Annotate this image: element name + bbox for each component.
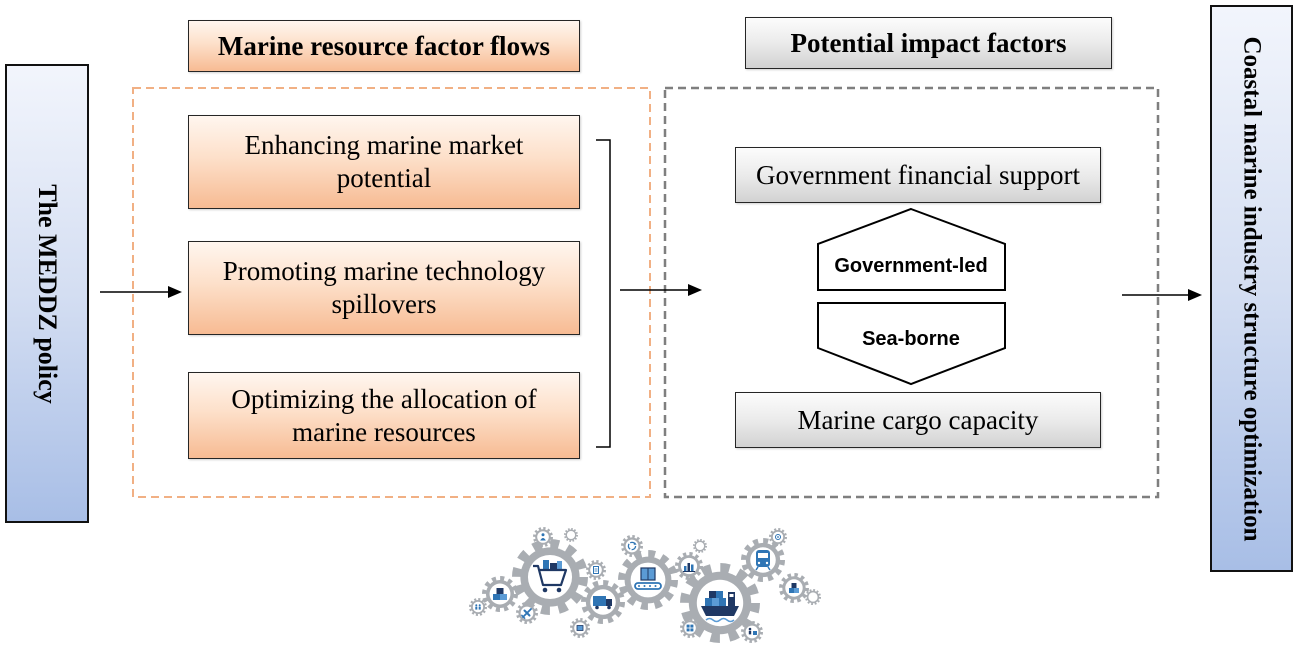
impact-factor-cargo-capacity: Marine cargo capacity bbox=[735, 392, 1101, 448]
impact-factor-financial-support: Government financial support bbox=[735, 147, 1101, 203]
recycle-icon bbox=[627, 541, 637, 551]
factor-flows-title: Marine resource factor flows bbox=[217, 30, 551, 61]
people-icon bbox=[475, 604, 481, 610]
sea-borne-label: Sea-borne bbox=[862, 328, 960, 350]
sea-borne-shape bbox=[817, 302, 1006, 386]
train-icon bbox=[755, 550, 771, 571]
gear-icon bbox=[805, 589, 821, 605]
conveyor-belt-icon bbox=[634, 567, 662, 590]
document-icon bbox=[593, 566, 599, 574]
policy-box: The MEDDZ policy bbox=[5, 64, 89, 523]
outcome-box: Coastal marine industry structure optimi… bbox=[1210, 5, 1293, 572]
factor-flow-item-resource-allocation: Optimizing the allocation of marine reso… bbox=[188, 372, 580, 459]
factor-flow-item-line: potential bbox=[336, 163, 432, 193]
shopping-cart-icon bbox=[533, 560, 568, 593]
factor-flow-item-line: Optimizing the allocation of bbox=[231, 383, 537, 414]
gear-icon bbox=[621, 535, 643, 557]
bar-chart-icon bbox=[683, 563, 695, 572]
gear-icon bbox=[693, 539, 707, 553]
cargo-ship-icon bbox=[701, 591, 739, 623]
person-icon bbox=[540, 533, 546, 541]
boxes-icon bbox=[493, 588, 507, 600]
factor-flow-item-market-potential: Enhancing marine market potential bbox=[188, 115, 580, 209]
arrow-factor-flows-to-impact-factors bbox=[620, 284, 702, 296]
truck-icon bbox=[593, 596, 612, 610]
arrow-policy-to-factor-flows bbox=[100, 286, 182, 298]
gear-icon bbox=[741, 621, 763, 643]
airplane-icon bbox=[521, 608, 532, 619]
government-led-label: Government-led bbox=[834, 255, 988, 277]
factor-flows-frame bbox=[132, 87, 651, 498]
arrow-impact-factors-to-outcome bbox=[1122, 289, 1202, 301]
factor-flows-header: Marine resource factor flows bbox=[188, 20, 580, 72]
factor-flow-item-technology-spillovers: Promoting marine technology spillovers bbox=[188, 241, 580, 335]
policy-label: The MEDDZ policy bbox=[33, 183, 62, 404]
government-led-shape bbox=[817, 207, 1006, 291]
boxes-icon bbox=[576, 625, 584, 631]
gear-icon bbox=[564, 528, 578, 542]
grid-icon bbox=[686, 624, 694, 632]
factor-flow-item-line: marine resources bbox=[292, 416, 476, 447]
target-icon bbox=[775, 534, 781, 540]
factor-flow-item-line: spillovers bbox=[331, 289, 437, 319]
boxes-icon bbox=[789, 583, 799, 593]
factor-flow-item-line: Enhancing marine market bbox=[244, 130, 524, 160]
factor-flows-bracket bbox=[596, 139, 611, 448]
outcome-label: Coastal marine industry structure optimi… bbox=[1238, 35, 1265, 542]
impact-factors-header: Potential impact factors bbox=[745, 17, 1112, 69]
impact-factors-frame bbox=[663, 86, 1160, 499]
factor-flow-item-line: Promoting marine technology bbox=[222, 256, 546, 286]
gear-icon bbox=[469, 598, 487, 616]
gear-icon bbox=[517, 544, 582, 609]
worker-icon bbox=[748, 627, 757, 635]
gears-illustration bbox=[469, 527, 821, 643]
gear-icon bbox=[680, 618, 700, 638]
impact-factor-label: Government financial support bbox=[756, 159, 1080, 190]
gear-icon bbox=[533, 527, 553, 547]
impact-factors-title: Potential impact factors bbox=[790, 27, 1067, 58]
impact-factor-label: Marine cargo capacity bbox=[797, 404, 1039, 435]
